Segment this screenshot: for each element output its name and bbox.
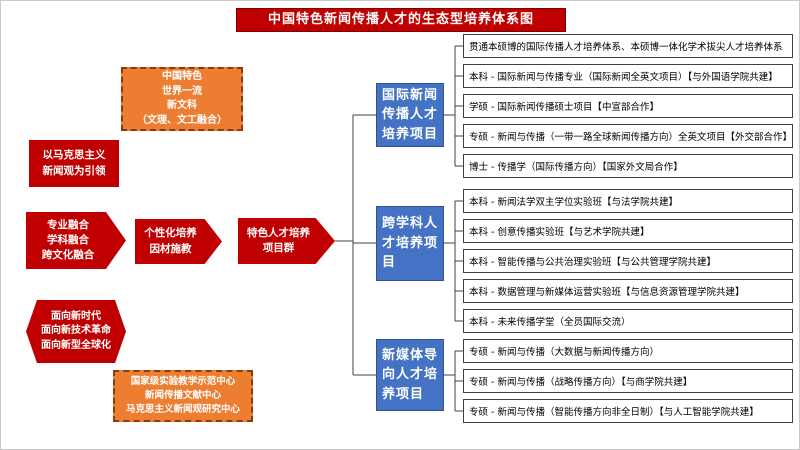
program-box: 专硕 - 新闻与传播（一带一路全球新闻传播方向）全英文项目【外交部合作】	[463, 124, 793, 148]
program-box: 学硕 - 国际新闻传播硕士项目【中宣部合作】	[463, 94, 793, 118]
program-box: 专硕 - 新闻与传播（智能传播方向非全日制）【与人工智能学院共建】	[463, 399, 793, 423]
program-box: 本科 - 智能传播与公共治理实验班【与公共管理学院共建】	[463, 249, 793, 273]
program-box: 贯通本硕博的国际传播人才培养体系、本硕博一体化学术拔尖人才培养体系	[463, 34, 793, 58]
centers-box: 国家级实验教学示范中心 新闻传播文献中心 马克思主义新闻观研究中心	[113, 370, 253, 422]
program-box: 本科 - 创意传播实验班【与艺术学院共建】	[463, 219, 793, 243]
guiding-principle-box: 以马克思主义 新闻观为引领	[29, 140, 119, 187]
program-box: 本科 - 未来传播学堂（全员国际交流）	[463, 309, 793, 333]
program-box: 本科 - 新闻法学双主学位实验班【与法学院共建】	[463, 189, 793, 213]
program-box: 本科 - 数据管理与新媒体运营实验班【与信息资源管理学院共建】	[463, 279, 793, 303]
features-top-box: 中国特色 世界一流 新文科 （文理、文工融合）	[121, 67, 243, 131]
program-box: 专硕 - 新闻与传播（战略传播方向）【与商学院共建】	[463, 369, 793, 393]
category-box-interdisciplinary: 跨学科人才培养项目	[376, 206, 444, 281]
orientation-hexagon: 面向新时代 面向新技术革命 面向新型全球化	[26, 300, 126, 363]
program-group-arrow-shape: 特色人才培养 项目群	[238, 218, 335, 264]
diagram-title: 中国特色新闻传播人才的生态型培养体系图	[236, 8, 566, 32]
category-box-new-media: 新媒体导向人才培养项目	[376, 339, 444, 411]
personalized-arrow-shape: 个性化培养 因材施教	[135, 219, 222, 264]
program-box: 专硕 - 新闻与传播（大数据与新闻传播方向）	[463, 339, 793, 363]
program-box: 博士 - 传播学（国际传播方向）【国家外文局合作】	[463, 154, 793, 178]
program-box: 本科 - 国际新闻与传播专业（国际新闻全英文项目）【与外国语学院共建】	[463, 64, 793, 88]
category-box-international-journalism: 国际新闻传播人才培养项目	[376, 83, 444, 147]
fusion-arrow-shape: 专业融合 学科融合 跨文化融合	[26, 212, 126, 269]
